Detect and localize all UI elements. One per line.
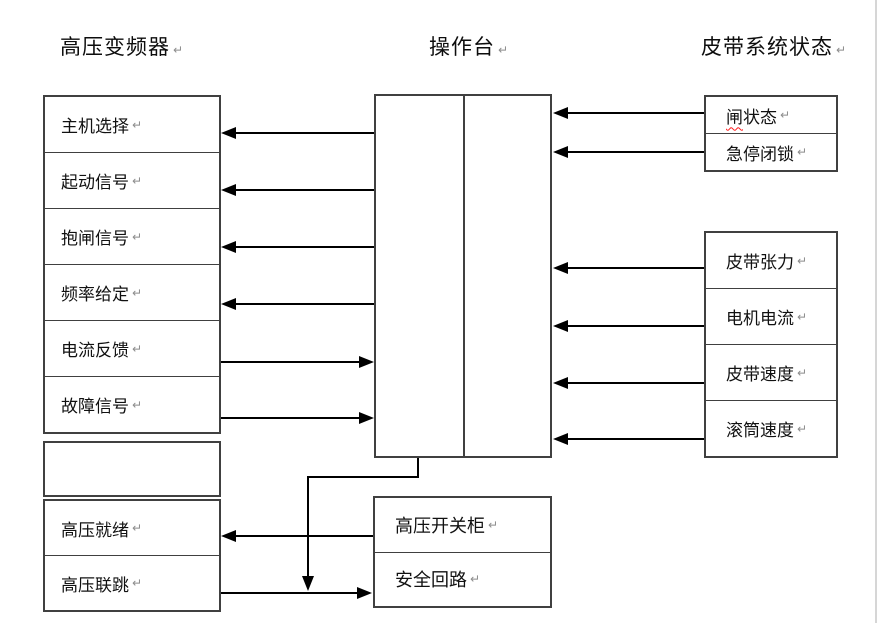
arrow-gate-status-to-console <box>553 107 704 119</box>
hv-row-freq-setpoint-label: 频率给定 <box>61 285 129 305</box>
switchgear-row-hv-switchgear-label: 高压开关柜 <box>395 515 485 537</box>
arrow-current-feedback-to-console <box>221 356 374 368</box>
paragraph-mark: ↵ <box>132 173 143 188</box>
paragraph-mark: ↵ <box>780 108 791 122</box>
paragraph-mark: ↵ <box>132 576 143 590</box>
belt-row-belt-tension: 皮带张力↵ <box>706 233 836 288</box>
paragraph-mark: ↵ <box>132 117 143 132</box>
hv-row-hv-trip-label: 高压联跳 <box>61 575 129 596</box>
belt-row-belt-speed-label: 皮带速度 <box>726 365 794 385</box>
arrow-console-to-freq-setpoint <box>221 298 374 310</box>
arrow-console-to-host-select <box>221 127 374 139</box>
belt-row-motor-current: 电机电流↵ <box>706 288 836 344</box>
paragraph-mark: ↵ <box>132 521 143 535</box>
switchgear-box: 高压开关柜↵ 安全回路↵ <box>373 496 552 608</box>
hv-ready-trip-box: 高压就绪↵ 高压联跳↵ <box>43 499 221 612</box>
arrow-motor-current-to-console <box>553 320 704 332</box>
hv-row-fault-signal-label: 故障信号 <box>61 397 129 417</box>
hv-row-brake-signal: 抱闸信号↵ <box>45 208 219 264</box>
hv-inverter-box: 主机选择↵ 起动信号↵ 抱闸信号↵ 频率给定↵ 电流反馈↵ 故障信号↵ <box>43 95 221 434</box>
belt-row-belt-tension-label: 皮带张力 <box>726 253 794 273</box>
paragraph-mark: ↵ <box>797 421 808 436</box>
hv-empty-box <box>43 441 221 497</box>
hv-row-start-signal-label: 起动信号 <box>61 173 129 193</box>
hv-row-hv-ready-label: 高压就绪 <box>61 520 129 541</box>
belt-row-gate-status-misspelled: 闸 <box>726 107 743 128</box>
arrow-estop-interlock-to-console <box>553 146 704 158</box>
belt-row-motor-current-label: 电机电流 <box>726 309 794 329</box>
arrow-fault-signal-to-console <box>221 412 374 424</box>
paragraph-mark: ↵ <box>797 145 808 159</box>
title-hv-inverter-label: 高压变频器 <box>60 35 170 59</box>
paragraph-mark: ↵ <box>132 341 143 356</box>
paragraph-mark: ↵ <box>836 43 847 57</box>
paragraph-mark: ↵ <box>797 253 808 268</box>
hv-row-current-feedback: 电流反馈↵ <box>45 320 219 376</box>
title-hv-inverter: 高压变频器↵ <box>60 31 183 61</box>
belt-row-belt-speed: 皮带速度↵ <box>706 344 836 400</box>
arrow-belt-tension-to-console <box>553 262 704 274</box>
title-console: 操作台↵ <box>429 31 508 61</box>
paragraph-mark: ↵ <box>173 43 184 57</box>
belt-row-estop-interlock-label: 急停闭锁 <box>726 144 794 165</box>
paragraph-mark: ↵ <box>470 572 481 587</box>
paragraph-mark: ↵ <box>132 285 143 300</box>
hv-row-current-feedback-label: 电流反馈 <box>61 341 129 361</box>
belt-row-drum-speed: 滚筒速度↵ <box>706 400 836 456</box>
belt-row-gate-status-label: 状态 <box>743 107 777 128</box>
paragraph-mark: ↵ <box>132 397 143 412</box>
hv-row-fault-signal: 故障信号↵ <box>45 376 219 432</box>
arrow-belt-speed-to-console <box>553 377 704 389</box>
arrow-switchgear-to-hv-ready <box>221 530 373 542</box>
belt-row-drum-speed-label: 滚筒速度 <box>726 421 794 441</box>
hv-row-freq-setpoint: 频率给定↵ <box>45 264 219 320</box>
title-belt-status-label: 皮带系统状态 <box>701 35 833 59</box>
paragraph-mark: ↵ <box>488 517 499 532</box>
hv-row-hv-ready: 高压就绪↵ <box>45 501 219 555</box>
paragraph-mark: ↵ <box>797 309 808 324</box>
belt-row-gate-status: 闸状态↵ <box>706 97 836 133</box>
hv-row-brake-signal-label: 抱闸信号 <box>61 229 129 249</box>
title-belt-status: 皮带系统状态↵ <box>701 31 846 61</box>
paragraph-mark: ↵ <box>797 365 808 380</box>
belt-status-box-2: 皮带张力↵ 电机电流↵ 皮带速度↵ 滚筒速度↵ <box>704 231 838 458</box>
hv-row-start-signal: 起动信号↵ <box>45 152 219 208</box>
switchgear-row-hv-switchgear: 高压开关柜↵ <box>375 498 550 552</box>
arrow-console-to-brake-signal <box>221 241 374 253</box>
arrow-hv-trip-to-safety-loop <box>221 587 372 599</box>
belt-status-box-1: 闸状态↵ 急停闭锁↵ <box>704 95 838 172</box>
hv-row-host-select-label: 主机选择 <box>61 117 129 137</box>
hv-row-hv-trip: 高压联跳↵ <box>45 555 219 610</box>
page-edge-line <box>875 0 877 623</box>
console-divider <box>463 96 465 456</box>
belt-row-estop-interlock: 急停闭锁↵ <box>706 133 836 170</box>
arrow-drum-speed-to-console <box>553 433 704 445</box>
console-box <box>374 94 552 458</box>
paragraph-mark: ↵ <box>498 43 509 57</box>
switchgear-row-safety-loop: 安全回路↵ <box>375 551 550 607</box>
paragraph-mark: ↵ <box>132 229 143 244</box>
title-console-label: 操作台 <box>429 35 495 59</box>
arrow-console-to-start-signal <box>221 184 374 196</box>
hv-row-host-select: 主机选择↵ <box>45 97 219 152</box>
switchgear-row-safety-loop-label: 安全回路 <box>395 570 467 592</box>
